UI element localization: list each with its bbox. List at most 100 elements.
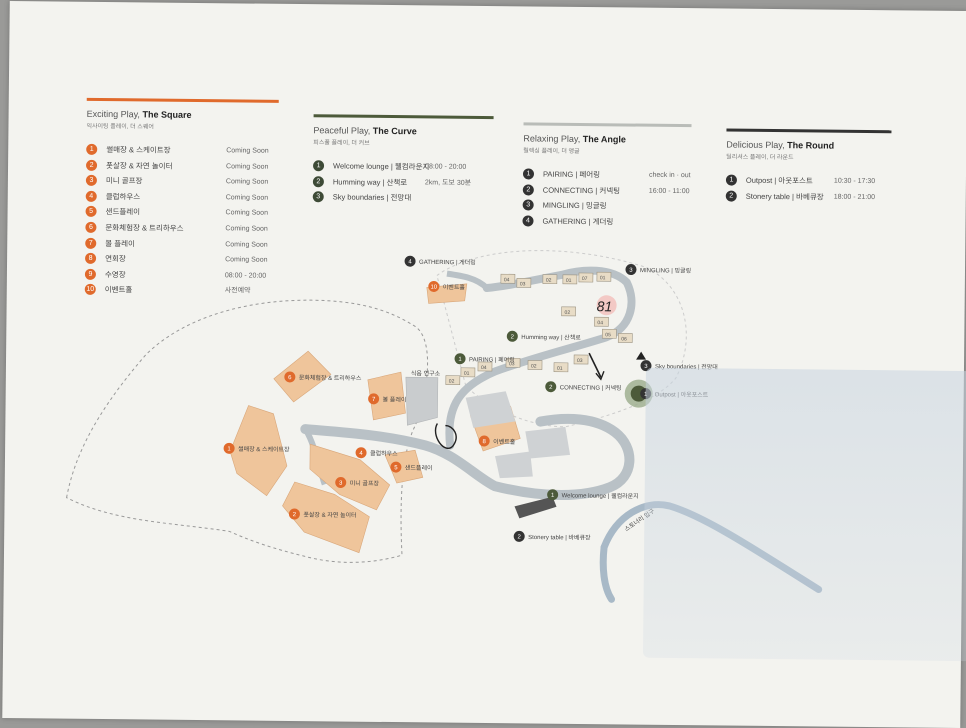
map-label-pairing: PAIRING | 페어링 [469,355,515,363]
map-label-sky: Sky boundaries | 전망대 [655,362,718,371]
loop-road [445,266,636,450]
access-road [446,270,489,291]
viewpoint-icon [636,351,647,360]
building-ballplay [367,371,406,421]
map-label-ballplay: 볼 플레이 [383,395,407,403]
map-marker-ballplay [368,393,380,405]
cabin [500,273,516,284]
cabin [596,271,612,282]
cabin [573,354,589,365]
map-marker-number: 10 [430,285,437,291]
cabin [617,333,633,343]
map-marker-minigolf [335,476,347,488]
cabin [460,367,476,378]
map-marker-gathering [404,255,416,267]
cabin [594,316,609,327]
cabin-code: 01 [464,371,470,377]
map-label-culture: 문화체험장 & 트리하우스 [299,374,362,383]
cabin [516,278,532,288]
map-label-stonery: Stonery table | 바베큐장 [528,533,591,542]
cabin-code: 02 [449,379,455,385]
map-marker-number: 7 [372,397,376,403]
handwriting-circle [596,295,617,316]
map-label-sand: 샌드플레이 [405,464,433,472]
cabin [561,306,576,317]
cabin-code: 02 [546,278,552,284]
cabin-code: 04 [504,277,510,283]
map-label-gathering: GATHERING | 게더링 [419,258,476,267]
map-marker-number: 2 [517,535,521,541]
map-marker-connecting [545,381,557,393]
map-marker-welcome [547,489,559,501]
cabin-code: 02 [531,363,537,369]
handwriting-scribble [434,423,457,449]
stonery-table-block [514,496,557,519]
map-marker-pool [428,280,440,292]
map-label-pool: 이벤트홀 [443,283,466,291]
building-gray-1 [465,391,516,428]
map-marker-number: 5 [394,465,398,471]
map-label-minigolf: 미니 골프장 [350,479,380,487]
handwriting-arrow [588,352,602,378]
map-marker-stonery [513,530,525,542]
cabin-code: 07 [582,276,588,282]
map-label-connecting: CONNECTING | 커넥팅 [560,383,622,392]
map-marker-number: 2 [549,385,553,391]
building-dining [405,376,439,426]
map-marker-sand [390,461,402,473]
building-sand [384,449,424,484]
cabin [445,375,461,386]
map-marker-number: 1 [551,493,555,499]
cabin [505,357,521,368]
map-label-club: 클럽하우스 [370,449,398,457]
map-label-mingling: MINGLING | 밍글링 [640,267,691,275]
cabin [527,360,543,370]
cabin-code: 06 [621,336,627,342]
map-marker-club [355,447,367,459]
square-boundary [66,299,428,563]
map-label-eventhall: 이벤트홀 [493,438,516,446]
cabin-code: 04 [597,320,603,326]
map-marker-number: 3 [629,268,633,274]
cabin-code: 03 [509,361,515,367]
photo-glare [642,367,966,662]
map-marker-number: 3 [644,364,648,370]
cabin [477,361,493,372]
map-marker-number: 2 [511,334,515,340]
cabin-code: 05 [605,332,611,338]
map-label-futsal: 풋살장 & 자연 놀이터 [303,511,356,520]
map-label-dining: 식음 연구소 [411,369,441,377]
main-road [300,413,635,501]
map-marker-humming [506,330,518,342]
cabin-code: 04 [481,365,487,371]
cabin [542,274,558,285]
map-marker-number: 1 [458,357,462,363]
building-gray-3 [495,451,533,479]
map-marker-number: 8 [482,439,486,445]
map-marker-number: 1 [227,447,231,453]
entrance-road-branch [599,543,616,603]
map-marker-futsal [288,508,300,520]
cabin-code: 03 [520,281,526,287]
cabin-code: 03 [577,358,583,364]
cabin [553,362,569,373]
building-minigolf [309,443,391,511]
map-marker-number: 3 [339,481,343,487]
map-marker-culture [284,371,296,383]
building-gray-2 [525,426,571,459]
map-marker-number: 2 [293,512,297,518]
map-label-humming: Humming way | 산책로 [521,333,581,342]
cabin-code: 01 [566,278,572,284]
cabin-code: 01 [557,366,563,372]
map-marker-number: 6 [288,375,292,381]
handwriting-text: 81 [597,298,613,314]
cabin [562,274,578,285]
map-label-sled: 썰매장 & 스케이트장 [238,445,290,454]
building-culture [273,350,332,403]
cabin [601,328,617,339]
map-marker-pairing [454,353,466,365]
cabin [578,272,594,283]
cabin-code: 01 [600,275,606,281]
